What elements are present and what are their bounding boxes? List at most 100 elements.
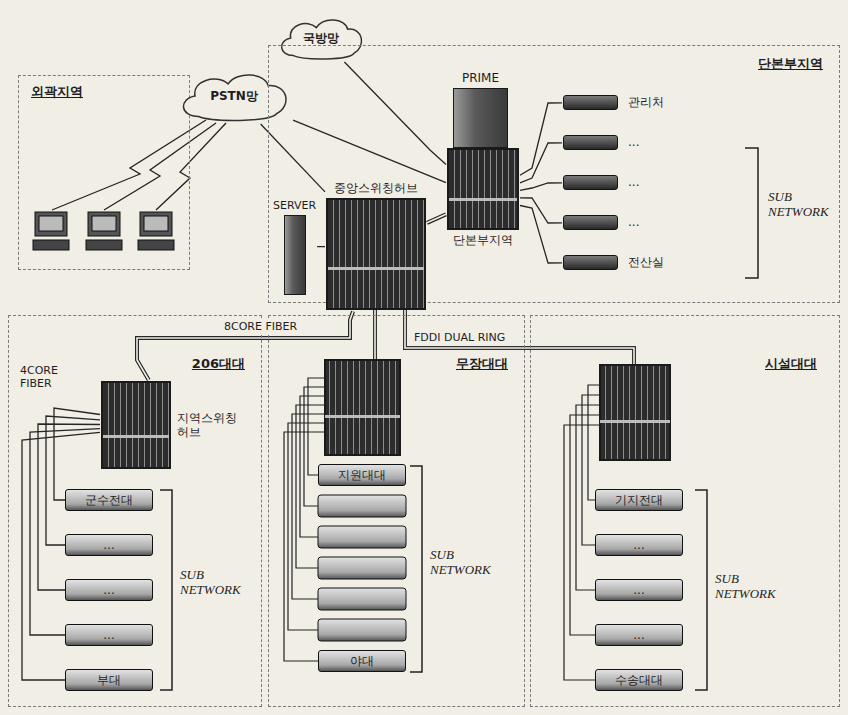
plain-devices <box>318 495 406 641</box>
label-text: ... <box>628 175 639 189</box>
unit-device: 군수전대 <box>65 489 153 511</box>
label-text: ... <box>633 628 644 642</box>
connector-line <box>317 246 325 247</box>
unit-device: 부대 <box>65 669 153 691</box>
terminal-device: ... <box>562 214 640 231</box>
device-body <box>563 95 618 110</box>
label-text: PRIME <box>462 71 499 85</box>
unit-device: ... <box>595 534 683 556</box>
unit-device: ... <box>595 624 683 646</box>
connector-line <box>293 120 446 183</box>
device-body <box>563 135 618 150</box>
hub-wire <box>570 415 600 635</box>
subnetwork-label: SUB NETWORK <box>178 568 244 598</box>
label-text: PSTN망 <box>210 89 258 103</box>
label-text: ... <box>103 538 114 552</box>
label-text: ... <box>628 135 639 149</box>
connector <box>293 120 446 183</box>
region-box: 단본부지역PRIMESERVER중앙스위칭허브단본부지역관리처.........… <box>268 45 840 303</box>
unit-device: ... <box>65 579 153 601</box>
connector <box>317 246 325 247</box>
cloud-shape <box>183 75 285 120</box>
label-text: ... <box>103 583 114 597</box>
cloud-shape <box>282 20 362 59</box>
switch-hubs <box>325 360 670 460</box>
network-cloud: 국방망 <box>275 14 367 62</box>
label-text: ... <box>628 215 639 229</box>
network-cloud: PSTN망 <box>175 68 293 124</box>
connector-line <box>520 206 562 264</box>
terminal-device: ... <box>562 174 640 191</box>
hub-rack <box>326 198 426 310</box>
connector <box>137 311 353 380</box>
connector <box>344 62 446 164</box>
server-body <box>453 88 508 148</box>
connector-line <box>520 103 562 175</box>
unit-device: ... <box>65 624 153 646</box>
label-text: 군수전대 <box>85 493 133 507</box>
terminal-icons <box>33 212 174 250</box>
device-body <box>563 215 618 230</box>
brackets <box>160 148 758 690</box>
label-text: 무장대대 <box>454 356 510 372</box>
hub-wire <box>292 414 325 599</box>
server-icon: SERVER <box>272 198 317 296</box>
link-label: 4CORE FIBER <box>18 364 74 390</box>
switching-hub: 중앙스위칭허브 <box>325 180 427 311</box>
dialup-lines <box>52 120 226 210</box>
device-body <box>563 255 618 270</box>
connector-line <box>137 311 353 380</box>
label-text: 단본부지역 <box>453 233 513 247</box>
connector-line <box>30 429 100 635</box>
hub-wire <box>582 395 600 545</box>
unit-device: ... <box>65 534 153 556</box>
link-label: FDDI DUAL RING <box>412 331 507 344</box>
subnetwork-label: SUB NETWORK <box>713 572 779 602</box>
connector <box>520 198 562 223</box>
label-text: 중앙스위칭허브 <box>334 181 418 195</box>
link-label: 8CORE FIBER <box>222 320 299 333</box>
connector <box>427 214 446 223</box>
connector <box>520 103 562 175</box>
hub-wire <box>588 385 600 500</box>
connector-line <box>520 143 562 183</box>
label-text: 지원대대 <box>338 468 386 482</box>
hub-wire <box>296 405 325 568</box>
unit-device: 야대 <box>318 650 406 672</box>
label-text: ... <box>103 628 114 642</box>
terminal-device: 관리처 <box>562 94 665 111</box>
label-text: 야대 <box>350 654 374 668</box>
label-text: 국방망 <box>303 31 339 45</box>
device-body <box>563 175 618 190</box>
connector <box>54 408 100 500</box>
connector-line <box>520 198 562 223</box>
unit-device: 수송대대 <box>595 669 683 691</box>
region-box: 외곽지역 <box>18 75 190 270</box>
connector <box>520 206 562 264</box>
label-text: 외곽지역 <box>29 84 85 100</box>
connector-line-inner <box>427 214 446 223</box>
label-text: 시설대대 <box>763 356 819 372</box>
connector <box>30 429 100 635</box>
connector <box>520 143 562 183</box>
connector-line <box>54 408 100 500</box>
label-text: 단본부지역 <box>756 56 825 72</box>
switching-hub: 지역스위칭 허브 <box>100 380 250 470</box>
region-box: 무장대대지원대대야대 <box>268 315 525 707</box>
connector <box>261 124 325 192</box>
hub-rack <box>101 381 171 469</box>
hub-wire <box>308 378 325 475</box>
server-body <box>284 215 306 295</box>
subnetwork-label: SUB NETWORK <box>428 548 494 578</box>
region-box: 시설대대기지전대......... 수송대대 <box>530 315 840 707</box>
unit-device: 기지전대 <box>595 489 683 511</box>
label-text: ... <box>633 538 644 552</box>
unit-device: ... <box>595 579 683 601</box>
label-text: 부대 <box>97 673 121 687</box>
label-text: 전산실 <box>628 255 664 269</box>
label-text: 206대대 <box>190 356 247 372</box>
connector-line-inner <box>137 311 353 380</box>
hub-rack <box>447 148 519 230</box>
connector-line <box>344 62 446 164</box>
